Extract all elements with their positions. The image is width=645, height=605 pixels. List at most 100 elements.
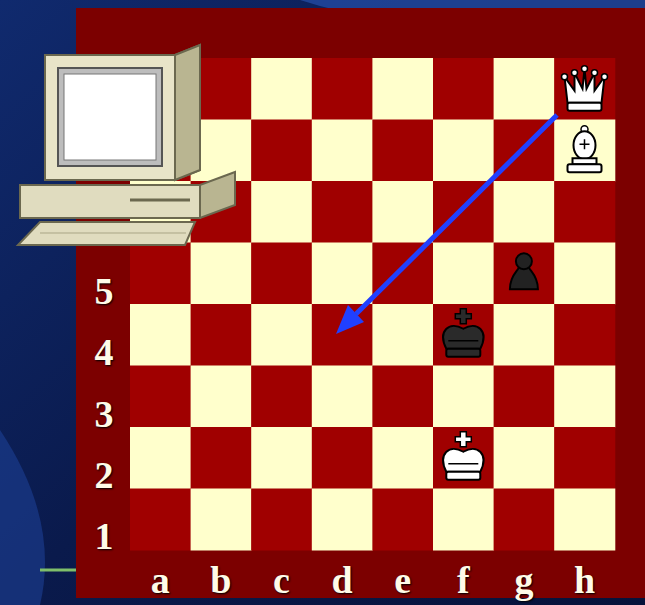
board-square	[130, 366, 191, 428]
file-label: h	[574, 561, 595, 599]
board-square	[554, 304, 615, 366]
board-square	[433, 181, 494, 243]
arrow-head	[336, 305, 364, 334]
move-arrow	[356, 115, 557, 314]
rank-label: 5	[95, 272, 114, 310]
board-square	[372, 489, 433, 551]
board-square	[433, 489, 494, 551]
board-square	[251, 304, 312, 366]
queen-piece	[562, 66, 608, 111]
board-square	[433, 366, 494, 428]
file-label: d	[332, 561, 353, 599]
file-label: g	[514, 561, 533, 599]
board-square	[312, 366, 373, 428]
board-square	[312, 243, 373, 305]
board-square	[433, 58, 494, 120]
board-square	[191, 304, 252, 366]
piece-part	[592, 70, 598, 76]
piece-part	[443, 449, 483, 472]
piece-part	[562, 74, 568, 80]
piece-part	[510, 267, 538, 289]
board-square	[433, 427, 494, 489]
board-square	[372, 304, 433, 366]
board-square	[494, 489, 555, 551]
board-square	[130, 304, 191, 366]
board-square	[494, 243, 555, 305]
board-square	[554, 120, 615, 182]
board-square	[494, 181, 555, 243]
background-swoosh	[0, 430, 45, 605]
board-squares	[130, 58, 615, 551]
board-square	[554, 489, 615, 551]
piece-part	[572, 70, 578, 76]
king-piece	[443, 432, 483, 480]
file-label: f	[457, 561, 470, 599]
board-square	[130, 489, 191, 551]
board-square	[251, 489, 312, 551]
board-square	[494, 58, 555, 120]
board-square	[372, 243, 433, 305]
board-square	[191, 427, 252, 489]
board-square	[372, 366, 433, 428]
board-square	[494, 304, 555, 366]
piece-part	[455, 432, 471, 447]
piece-part	[443, 326, 483, 349]
board-square	[251, 58, 312, 120]
board-square	[251, 366, 312, 428]
board-square	[130, 243, 191, 305]
board-square	[554, 181, 615, 243]
bishop-piece	[568, 126, 602, 173]
board-square	[312, 427, 373, 489]
rank-label: 2	[95, 456, 114, 494]
board-square	[191, 366, 252, 428]
computer-icon	[18, 45, 235, 245]
chess-pieces	[443, 66, 607, 480]
board-square	[372, 58, 433, 120]
file-label: e	[394, 561, 411, 599]
board-square	[251, 243, 312, 305]
piece-part	[574, 131, 596, 159]
board-square	[554, 243, 615, 305]
board-square	[312, 304, 373, 366]
board-square	[312, 181, 373, 243]
board-square	[191, 243, 252, 305]
file-label: b	[210, 561, 231, 599]
board-square	[191, 489, 252, 551]
board-square	[251, 120, 312, 182]
board-square	[312, 58, 373, 120]
rank-label: 4	[95, 333, 114, 371]
king-piece	[443, 309, 483, 357]
board-square	[494, 427, 555, 489]
board-square	[433, 243, 494, 305]
board-square	[372, 120, 433, 182]
board-square	[433, 120, 494, 182]
pawn-piece	[510, 253, 538, 289]
piece-part	[565, 69, 605, 103]
piece-part	[580, 139, 590, 149]
board-square	[554, 427, 615, 489]
piece-part	[455, 309, 471, 324]
rank-label: 3	[95, 395, 114, 433]
board-square	[251, 427, 312, 489]
board-square	[312, 120, 373, 182]
board-square	[494, 366, 555, 428]
piece-part	[448, 463, 478, 465]
board-square	[372, 427, 433, 489]
piece-part	[582, 66, 588, 72]
piece-part	[602, 74, 608, 80]
piece-part	[568, 103, 602, 111]
board-square	[554, 58, 615, 120]
board-square	[312, 489, 373, 551]
file-label: c	[273, 561, 290, 599]
board-square	[433, 304, 494, 366]
rank-label: 1	[95, 517, 114, 555]
board-square	[372, 181, 433, 243]
piece-part	[446, 349, 480, 357]
piece-part	[516, 253, 532, 269]
board-square	[251, 181, 312, 243]
piece-part	[448, 340, 478, 342]
board-square	[130, 427, 191, 489]
piece-part	[446, 472, 480, 480]
board-square	[554, 366, 615, 428]
